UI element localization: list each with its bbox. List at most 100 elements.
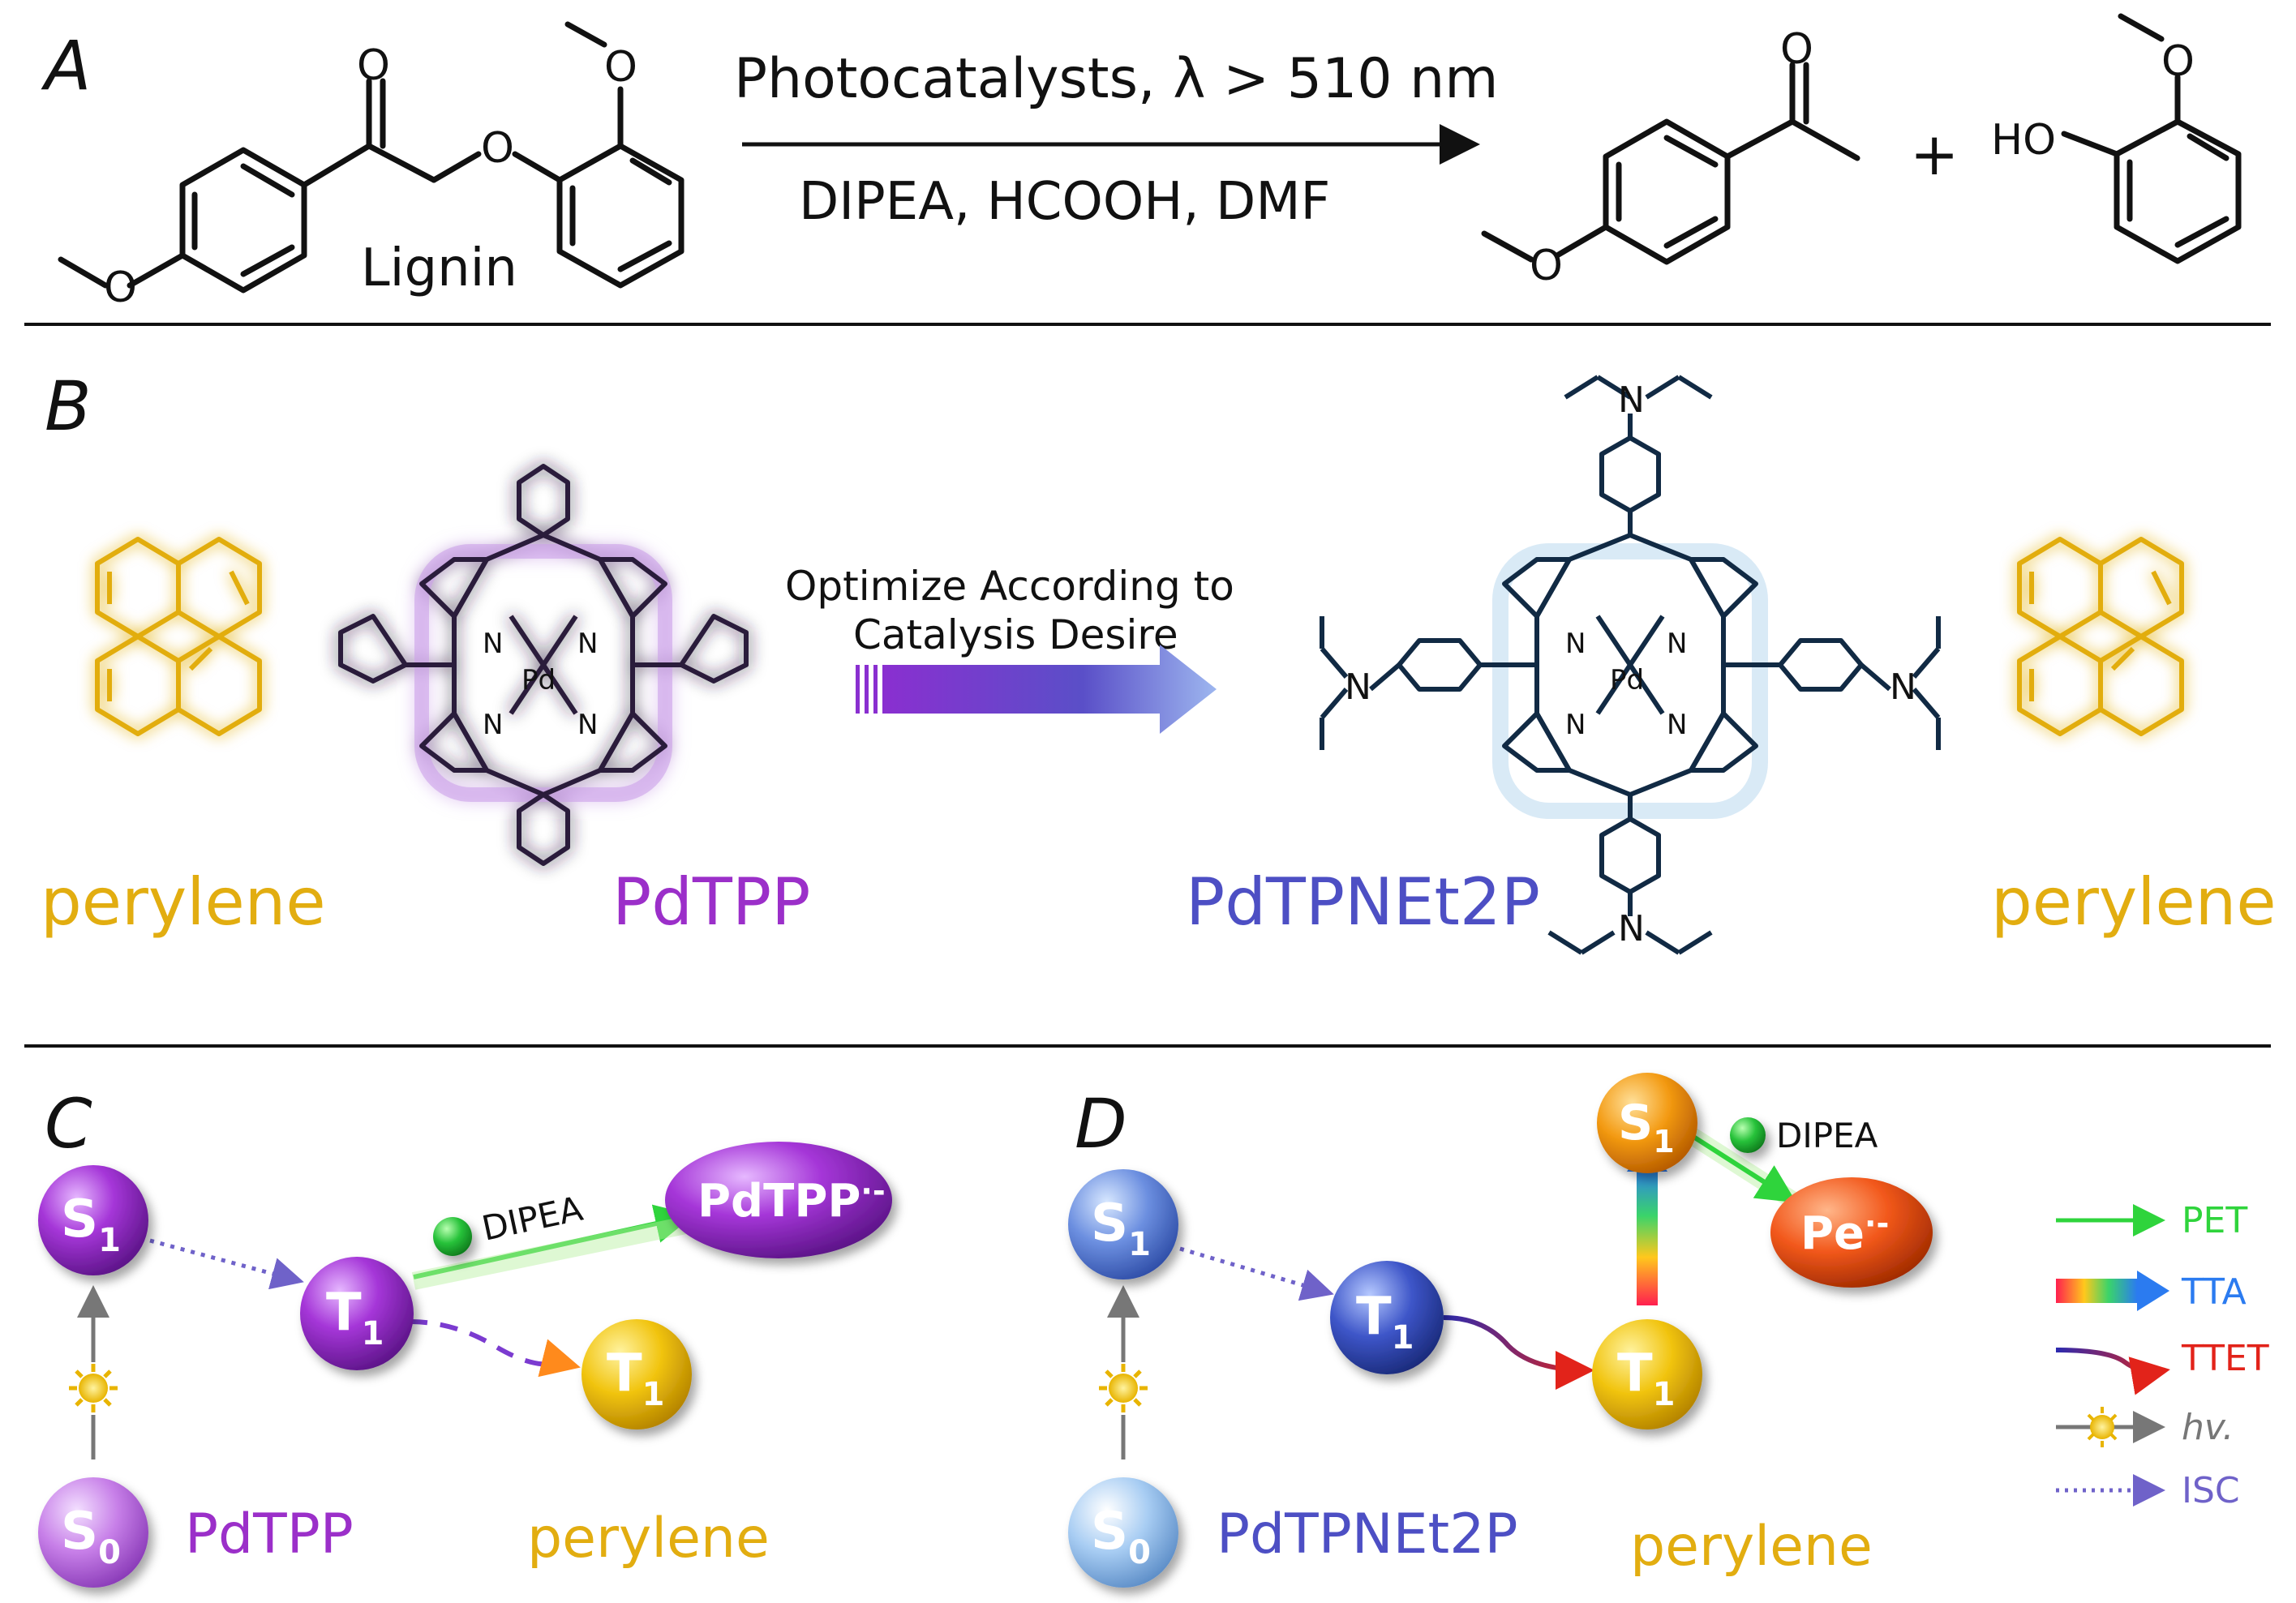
c-sun-icon bbox=[69, 1364, 118, 1412]
d-sensitizer-label: PdTPNEt2P bbox=[1217, 1502, 1517, 1567]
d-pet-arrow bbox=[1689, 1133, 1797, 1203]
plus-sign: + bbox=[1910, 120, 1959, 188]
c-pet-arrow bbox=[413, 1204, 694, 1279]
c-pet-glow bbox=[411, 1215, 692, 1290]
panel-label-a: A bbox=[41, 26, 91, 105]
pdtpp-n4: N bbox=[577, 709, 598, 741]
d-acceptor-label: perylene bbox=[1630, 1515, 1873, 1579]
d-perylene-radical-anion bbox=[1770, 1177, 1933, 1288]
svg-text:Pe·-: Pe·- bbox=[1800, 1206, 1889, 1260]
optimize-arrow bbox=[856, 645, 1217, 734]
pdtpnet2p-n3: N bbox=[1565, 709, 1586, 741]
pdtpp-porphyrin-structure bbox=[338, 464, 749, 866]
svg-text:S0: S0 bbox=[61, 1502, 121, 1571]
optimize-text-line1: Optimize According to bbox=[785, 563, 1234, 610]
c-isc-arrow bbox=[149, 1238, 304, 1290]
c-dipea-label: DIPEA bbox=[479, 1189, 586, 1249]
c-s0-state bbox=[38, 1477, 148, 1588]
svg-text:T1: T1 bbox=[607, 1344, 665, 1413]
pdtpnet2p-n2: N bbox=[1667, 628, 1687, 660]
legend-sun-icon bbox=[2087, 1407, 2118, 1447]
perylene-structure-left bbox=[95, 537, 262, 736]
d-t1-perylene-state bbox=[1592, 1319, 1702, 1429]
c-t1-sensitizer-state bbox=[300, 1257, 414, 1370]
c-s1-letter: S bbox=[61, 1189, 98, 1249]
svg-text:S1: S1 bbox=[61, 1189, 121, 1259]
c-product-radical-anion bbox=[665, 1142, 892, 1258]
legend-tta-label: TTA bbox=[2181, 1271, 2247, 1313]
pdtpp-n1: N bbox=[483, 628, 503, 660]
amine-n-top: N bbox=[1618, 379, 1645, 421]
acetophenone-oxygen: O bbox=[1780, 25, 1813, 74]
d-ttet-arrow bbox=[1443, 1315, 1594, 1390]
d-s1-state bbox=[1068, 1169, 1178, 1279]
acetophenone-product-structure bbox=[1481, 62, 1860, 265]
c-product-text: PdTPP bbox=[697, 1175, 860, 1228]
d-dipea-dot bbox=[1730, 1117, 1766, 1153]
c-s1-state bbox=[38, 1165, 148, 1275]
guaiacol-methoxy-oxygen: O bbox=[2161, 37, 2195, 86]
panel-label-b: B bbox=[45, 366, 92, 446]
c-acceptor-label: perylene bbox=[527, 1507, 770, 1571]
legend-ttet-label: TTET bbox=[2181, 1338, 2269, 1379]
svg-text:T1: T1 bbox=[1617, 1344, 1676, 1413]
c-t1-per-sub: 1 bbox=[642, 1376, 665, 1413]
c-s1-sub: 1 bbox=[98, 1222, 121, 1259]
c-t1-pd-sub: 1 bbox=[362, 1315, 384, 1352]
amine-n-bottom: N bbox=[1618, 908, 1645, 949]
svg-text:T1: T1 bbox=[326, 1283, 384, 1352]
svg-text:S1: S1 bbox=[1091, 1194, 1151, 1263]
guaiacol-ho: HO bbox=[1991, 116, 2056, 165]
acetophenone-methoxy-oxygen: O bbox=[1530, 242, 1563, 290]
pdtpnet2p-n4: N bbox=[1667, 709, 1687, 741]
d-t1-sensitizer-state bbox=[1330, 1261, 1444, 1374]
perylene-structure-right bbox=[2017, 537, 2184, 736]
ether-oxygen: O bbox=[481, 124, 514, 173]
c-t1-pd-letter: T bbox=[326, 1283, 362, 1343]
c-ttet-path bbox=[409, 1319, 560, 1367]
legend: PET TTA TTET hv. ISC bbox=[2055, 1200, 2269, 1511]
lignin-label: Lignin bbox=[361, 238, 517, 298]
d-t1-pd-letter: T bbox=[1356, 1287, 1392, 1347]
d-t1-per-letter: T bbox=[1617, 1344, 1653, 1404]
pdtpnet2p-n1: N bbox=[1565, 628, 1586, 660]
optimize-text-line2: Catalysis Desire bbox=[853, 611, 1178, 658]
c-ttet-arrowhead bbox=[538, 1339, 581, 1378]
d-product-sup: ·- bbox=[1865, 1206, 1889, 1241]
methoxy-oxygen-left: O bbox=[104, 264, 137, 312]
d-s0-sub: 0 bbox=[1128, 1534, 1151, 1571]
reaction-conditions-top: Photocatalysts, λ > 510 nm bbox=[734, 47, 1498, 111]
legend-pet-label: PET bbox=[2182, 1200, 2247, 1241]
carbonyl-oxygen: O bbox=[357, 41, 390, 90]
c-s0-letter: S bbox=[61, 1502, 98, 1562]
d-t1-pd-sub: 1 bbox=[1392, 1319, 1414, 1357]
pdtpp-label: PdTPP bbox=[612, 864, 810, 940]
perylene-label-right: perylene bbox=[1991, 864, 2277, 940]
amine-n-left: N bbox=[1345, 666, 1371, 708]
svg-text:T1: T1 bbox=[1356, 1287, 1414, 1357]
pdtpnet2p-porphyrin-structure bbox=[1320, 375, 1941, 955]
perylene-label-left: perylene bbox=[41, 864, 326, 940]
c-dipea-dot bbox=[433, 1217, 472, 1256]
d-isc-arrow bbox=[1179, 1246, 1334, 1301]
c-product-sup: ·- bbox=[860, 1173, 885, 1209]
d-s1-sub: 1 bbox=[1128, 1226, 1151, 1263]
c-s0-sub: 0 bbox=[98, 1534, 121, 1571]
pdtpnet2p-label: PdTPNEt2P bbox=[1186, 864, 1540, 940]
d-s1-per-sub: 1 bbox=[1653, 1124, 1674, 1159]
d-s1-letter: S bbox=[1091, 1194, 1128, 1254]
legend-tta-head bbox=[2137, 1271, 2169, 1311]
d-s0-letter: S bbox=[1091, 1502, 1128, 1562]
pdtpp-n2: N bbox=[577, 628, 598, 660]
pdtpp-n3: N bbox=[483, 709, 503, 741]
panel-label-d: D bbox=[1075, 1084, 1127, 1164]
d-dipea-label: DIPEA bbox=[1776, 1116, 1878, 1155]
c-t1-perylene-state bbox=[582, 1319, 692, 1429]
legend-ttet-line bbox=[2055, 1348, 2170, 1395]
panel-label-c: C bbox=[45, 1084, 92, 1164]
pdtpp-pd-atom: Pd bbox=[521, 664, 556, 696]
c-t1-per-letter: T bbox=[607, 1344, 642, 1404]
methoxy-oxygen-right: O bbox=[604, 43, 637, 92]
legend-tta-bar bbox=[2056, 1279, 2137, 1303]
